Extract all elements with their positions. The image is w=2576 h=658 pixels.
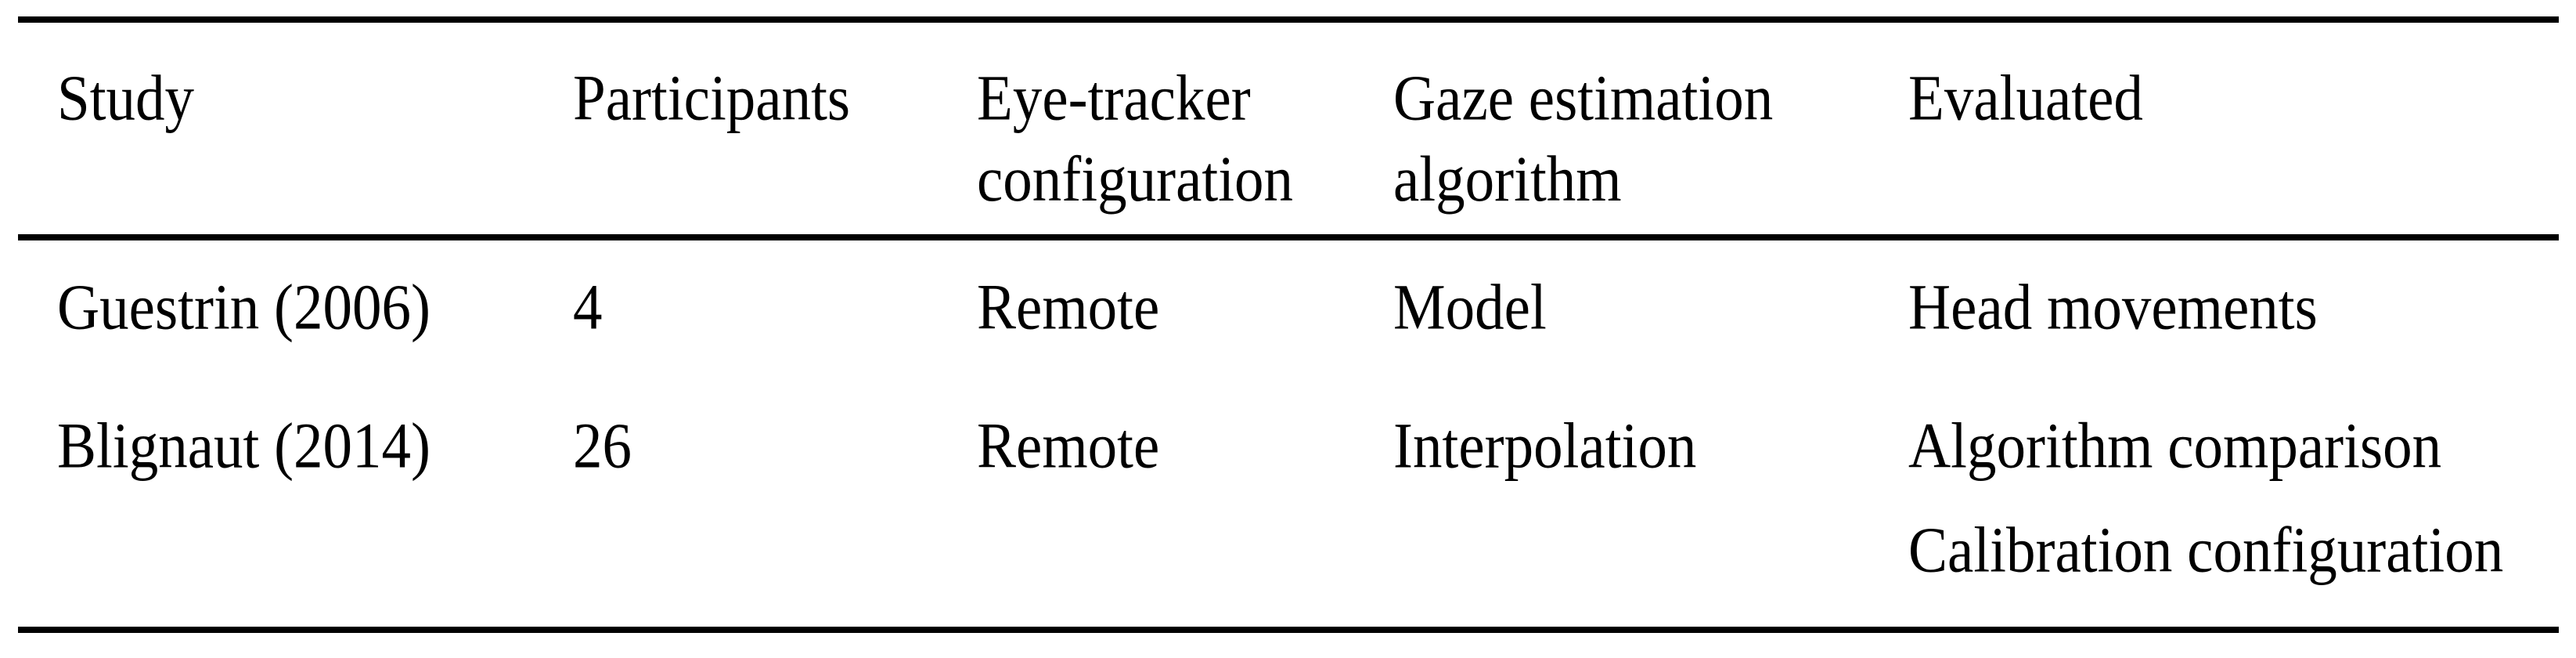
row2-evaluated-value-1: Algorithm comparison xyxy=(1908,410,2442,483)
header-cell-gaze-estimation-algorithm: Gaze estimation algorithm xyxy=(1393,63,1908,215)
table-header-separator-rule xyxy=(18,234,2559,240)
row2-configuration-value: Remote xyxy=(977,410,1160,483)
header-label-gaze-estimation-algorithm: Gaze estimation algorithm xyxy=(1393,62,1774,215)
header-cell-study: Study xyxy=(18,63,573,212)
header-cell-evaluated: Evaluated xyxy=(1908,63,2559,212)
header-label-study: Study xyxy=(57,62,195,135)
header-label-evaluated: Evaluated xyxy=(1908,62,2143,135)
table-bottom-rule xyxy=(18,627,2559,633)
header-label-participants: Participants xyxy=(573,62,851,135)
row2-cell-gaze-estimation-algorithm: Interpolation xyxy=(1393,410,1908,590)
row2-cell-eye-tracker-configuration: Remote xyxy=(977,410,1393,590)
row1-cell-study: Guestrin (2006) xyxy=(18,272,573,347)
row2-cell-participants: 26 xyxy=(573,410,977,590)
row1-configuration-value: Remote xyxy=(977,271,1160,344)
row2-algorithm-value: Interpolation xyxy=(1393,410,1697,483)
row2-cell-study: Blignaut (2014) xyxy=(18,410,573,590)
table-row: Blignaut (2014) 26 Remote Interpolation … xyxy=(18,347,2559,627)
table-top-rule xyxy=(18,16,2559,23)
header-cell-eye-tracker-configuration: Eye-tracker configuration xyxy=(977,63,1393,215)
row2-evaluated-item: Algorithm comparison xyxy=(1908,410,2559,486)
row1-evaluated-item: Head movements xyxy=(1908,272,2559,347)
table-row: Guestrin (2006) 4 Remote Model Head move… xyxy=(18,240,2559,347)
row2-evaluated-item: Calibration configuration xyxy=(1908,515,2559,590)
row2-study-value: Blignaut (2014) xyxy=(57,410,431,483)
row1-cell-evaluated: Head movements xyxy=(1908,272,2559,347)
table-header-row: Study Participants Eye-tracker configura… xyxy=(18,23,2559,234)
header-label-eye-tracker-configuration: Eye-tracker configuration xyxy=(977,62,1294,215)
row2-participants-value: 26 xyxy=(573,410,632,483)
row1-cell-eye-tracker-configuration: Remote xyxy=(977,272,1393,347)
row1-algorithm-value: Model xyxy=(1393,271,1547,344)
row1-study-value: Guestrin (2006) xyxy=(57,271,431,344)
header-cell-participants: Participants xyxy=(573,63,977,212)
row1-cell-gaze-estimation-algorithm: Model xyxy=(1393,272,1908,347)
row1-evaluated-value: Head movements xyxy=(1908,271,2318,344)
row1-participants-value: 4 xyxy=(573,271,603,344)
row2-cell-evaluated: Algorithm comparison Calibration configu… xyxy=(1908,410,2559,590)
row2-evaluated-value-2: Calibration configuration xyxy=(1908,514,2504,587)
row1-cell-participants: 4 xyxy=(573,272,977,347)
studies-comparison-table: Study Participants Eye-tracker configura… xyxy=(18,16,2559,633)
